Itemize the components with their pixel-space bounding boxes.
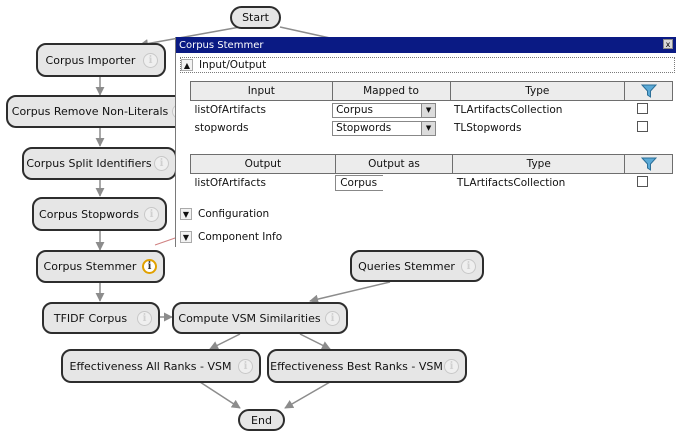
- queries-stemmer-node[interactable]: Queries Stemmer i: [350, 250, 484, 282]
- panel-title: Corpus Stemmer: [179, 39, 264, 51]
- panel-titlebar[interactable]: Corpus Stemmer x: [176, 37, 676, 53]
- info-icon[interactable]: i: [238, 358, 253, 374]
- output-table: Output Output as Type listOfArtifacts Co…: [190, 154, 673, 192]
- filter-icon[interactable]: [640, 84, 657, 98]
- filter-col-header[interactable]: [624, 81, 673, 101]
- panel-pointer-line: [154, 236, 179, 246]
- filter-col-header[interactable]: [624, 154, 673, 174]
- row-checkbox[interactable]: [636, 121, 648, 132]
- row-checkbox[interactable]: [636, 103, 648, 114]
- section-label: Component Info: [198, 231, 283, 243]
- select-value: Corpus: [336, 104, 373, 116]
- section-label: Input/Output: [199, 59, 267, 71]
- chevron-down-icon[interactable]: ▼: [421, 103, 436, 117]
- info-icon[interactable]: i: [144, 206, 159, 222]
- node-label: Effectiveness All Ranks - VSM: [69, 359, 232, 373]
- info-icon[interactable]: i: [444, 358, 459, 374]
- type-col-header: Type: [452, 154, 626, 174]
- mapped-cell: Corpus ▼: [332, 101, 450, 120]
- info-icon[interactable]: i: [325, 310, 340, 326]
- chevron-down-icon[interactable]: ▼: [421, 121, 436, 135]
- section-component-info[interactable]: ▼ Component Info: [180, 229, 675, 245]
- output-col-header: Output: [190, 154, 336, 174]
- mapped-cell: Stopwords ▼: [332, 119, 450, 137]
- info-icon[interactable]: i: [154, 156, 169, 171]
- node-label: Corpus Split Identifiers: [26, 157, 152, 170]
- corpus-split-identifiers-node[interactable]: Corpus Split Identifiers i: [22, 147, 177, 180]
- node-label: Corpus Importer: [45, 53, 136, 67]
- component-properties-panel: Corpus Stemmer x ▲ Input/Output Input Ma…: [175, 37, 676, 247]
- table-row: stopwords Stopwords ▼ TLStopwords: [191, 119, 673, 137]
- input-name-cell: listOfArtifacts: [194, 104, 266, 116]
- mapped-to-select[interactable]: Stopwords ▼: [332, 120, 437, 136]
- node-label: Corpus Stopwords: [39, 207, 139, 221]
- edge-vsm-best: [299, 333, 331, 350]
- chevron-down-icon[interactable]: ▼: [180, 208, 192, 220]
- node-label: Effectiveness Best Ranks - VSM: [270, 359, 443, 373]
- start-node[interactable]: Start: [230, 6, 281, 29]
- close-icon[interactable]: x: [663, 39, 673, 49]
- corpus-stopwords-node[interactable]: Corpus Stopwords i: [32, 197, 167, 231]
- node-label: Queries Stemmer: [358, 259, 455, 273]
- output-header-row: Output Output as Type: [190, 154, 673, 174]
- end-label: End: [251, 413, 272, 427]
- edge-best-end: [284, 381, 331, 409]
- edge-start-right: [279, 26, 331, 39]
- section-configuration[interactable]: ▼ Configuration: [180, 206, 675, 222]
- input-col-header: Input: [190, 81, 333, 101]
- table-row: listOfArtifacts Corpus TLArtifactsCollec…: [191, 174, 673, 193]
- section-label: Configuration: [198, 208, 270, 220]
- compute-vsm-node[interactable]: Compute VSM Similarities i: [172, 302, 348, 334]
- select-value: Stopwords: [336, 122, 392, 134]
- checkbox-cell: [625, 174, 673, 193]
- edge-all-end: [199, 381, 241, 409]
- end-node[interactable]: End: [238, 409, 285, 431]
- tfidf-corpus-node[interactable]: TFIDF Corpus i: [42, 302, 160, 334]
- effectiveness-all-node[interactable]: Effectiveness All Ranks - VSM i: [61, 349, 261, 383]
- corpus-importer-node[interactable]: Corpus Importer i: [36, 43, 166, 77]
- start-label: Start: [242, 11, 269, 24]
- corpus-remove-nonliterals-node[interactable]: Corpus Remove Non-Literals i: [6, 95, 187, 128]
- checkbox-cell: [625, 119, 673, 137]
- edge-vsm-all: [209, 333, 241, 350]
- info-icon[interactable]: i: [143, 52, 158, 68]
- output-as-input[interactable]: Corpus: [335, 175, 384, 191]
- edge-queries-vsm: [309, 281, 391, 304]
- corpus-stemmer-node[interactable]: Corpus Stemmer i: [36, 250, 165, 283]
- input-name-cell: stopwords: [194, 122, 249, 134]
- checkbox-cell: [625, 101, 673, 120]
- section-input-output[interactable]: ▲ Input/Output: [180, 57, 675, 73]
- input-table: Input Mapped to Type listOfArtifacts Cor…: [190, 81, 673, 137]
- chevron-up-icon[interactable]: ▲: [181, 59, 193, 71]
- output-name-cell: listOfArtifacts: [194, 177, 266, 189]
- effectiveness-best-node[interactable]: Effectiveness Best Ranks - VSM i: [267, 349, 467, 383]
- table-row: listOfArtifacts Corpus ▼ TLArtifactsColl…: [191, 101, 673, 120]
- node-label: Corpus Remove Non-Literals: [11, 105, 169, 118]
- info-icon-active[interactable]: i: [142, 259, 157, 274]
- mapped-to-select[interactable]: Corpus ▼: [332, 102, 437, 118]
- type-col-header: Type: [449, 81, 626, 101]
- output-as-col-header: Output as: [334, 154, 454, 174]
- info-icon[interactable]: i: [461, 258, 476, 274]
- chevron-down-icon[interactable]: ▼: [180, 231, 192, 243]
- node-label: Corpus Stemmer: [43, 260, 137, 273]
- node-label: TFIDF Corpus: [53, 311, 128, 325]
- filter-icon[interactable]: [640, 157, 657, 171]
- info-icon[interactable]: i: [137, 310, 152, 326]
- type-cell: TLArtifactsCollection: [456, 177, 566, 189]
- mapped-to-col-header: Mapped to: [331, 81, 451, 101]
- type-cell: TLStopwords: [454, 122, 522, 134]
- type-cell: TLArtifactsCollection: [454, 104, 563, 116]
- input-header-row: Input Mapped to Type: [190, 81, 673, 101]
- edge-start-importer: [139, 26, 241, 48]
- node-label: Compute VSM Similarities: [178, 311, 321, 325]
- output-as-cell: Corpus: [335, 174, 453, 193]
- row-checkbox[interactable]: [636, 176, 648, 187]
